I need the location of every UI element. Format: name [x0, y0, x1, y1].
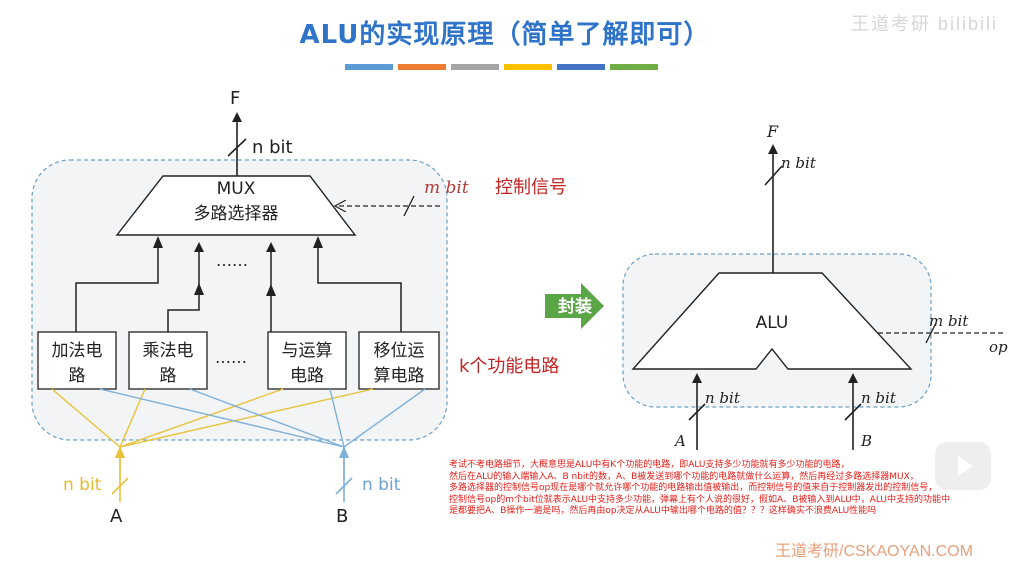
input-a-label: A	[673, 432, 686, 450]
color-bar-segment	[451, 64, 499, 70]
output-width-label: n bit	[252, 137, 293, 158]
note-line: 是都要把A、B操作一遍是吗，然后再由op决定从ALU中输出哪个电路的值？？？这样…	[449, 506, 877, 516]
mux-block	[115, 175, 357, 236]
note-line: 多路选择器的控制信号op现在是哪个就允许哪个功能的电路输出值被输出，而控制信号的…	[449, 483, 938, 493]
bus-width-slash	[925, 322, 937, 344]
input-b-arrowhead	[339, 446, 349, 458]
ellipsis-mux-inputs: ……	[216, 251, 248, 270]
control-width-label: m bit	[424, 178, 469, 198]
slide-title: ALU的实现原理（简单了解即可）	[299, 20, 711, 50]
bus-width-slash	[335, 477, 353, 495]
color-bar-segment	[345, 64, 393, 70]
control-width-label: m bit	[929, 312, 969, 330]
input-a-arrowhead	[115, 446, 125, 458]
bus-width-slash	[227, 138, 247, 157]
input-a-width-label: n bit	[705, 389, 741, 407]
circuit-shift-line1: 移位运	[374, 341, 425, 361]
bus-width-slash	[764, 165, 783, 186]
function-circuit-shift: 移位运 算电路	[358, 331, 440, 390]
circuit-and-line1: 与运算	[282, 341, 333, 361]
mux-input-arrows	[194, 242, 276, 292]
footer-brand: 王道考研/CSKAOYAN.COM	[775, 543, 973, 560]
input-b-label: B	[860, 432, 872, 450]
mux-subtitle: 多路选择器	[194, 204, 279, 224]
bus-width-slash	[844, 403, 862, 421]
bus-width-slash	[403, 195, 415, 217]
color-bar-segment	[610, 64, 658, 70]
color-bar-segment	[557, 64, 605, 70]
bus-width-slash	[688, 403, 706, 421]
output-f-label: F	[766, 122, 779, 141]
note-line: 考试不考电路细节，大概意思是ALU中有K个功能的电路，即ALU支持多少功能就有多…	[449, 460, 850, 470]
control-signal-label: 控制信号	[495, 177, 567, 198]
bilibili-watermark: 王道考研 bilibili	[850, 14, 998, 34]
circuit-to-mux-wires	[75, 246, 402, 332]
circuit-adder-line2: 路	[69, 366, 86, 386]
circuit-and-line2: 电路	[290, 366, 324, 386]
color-bar-segment	[504, 64, 552, 70]
output-f-label: F	[230, 88, 240, 109]
output-width-label: n bit	[781, 154, 817, 172]
input-b-wires	[99, 388, 426, 480]
encapsulate-arrow: 封装	[545, 283, 604, 329]
bus-width-slash	[111, 477, 129, 495]
function-circuit-multiplier: 乘法电 路	[128, 331, 208, 390]
mux-label: MUX	[217, 179, 256, 199]
input-a-label: A	[110, 506, 123, 527]
function-circuit-and: 与运算 电路	[267, 331, 347, 390]
explanation-note: 考试不考电路细节，大概意思是ALU中有K个功能的电路，即ALU支持多少功能就有多…	[449, 460, 969, 518]
circuit-multiplier-line2: 路	[160, 366, 177, 386]
input-b-width-label: n bit	[362, 475, 401, 495]
function-circuit-adder: 加法电 路	[37, 331, 117, 390]
input-b-width-label: n bit	[861, 389, 897, 407]
play-icon[interactable]	[931, 438, 995, 494]
circuit-multiplier-line1: 乘法电	[143, 341, 194, 361]
note-line: 控制信号op的m个bit位就表示ALU中支持多少功能，弹幕上有个人说的很好，假如…	[449, 494, 950, 505]
op-label: op	[989, 338, 1008, 356]
k-function-circuits-label: k个功能电路	[459, 356, 559, 377]
ellipsis-circuits: ……	[215, 348, 247, 367]
input-a-width-label: n bit	[63, 475, 102, 495]
alu-label: ALU	[756, 313, 789, 333]
circuit-shift-line2: 算电路	[374, 366, 425, 386]
color-bar-segment	[398, 64, 446, 70]
alu-block	[631, 272, 913, 370]
note-line: 然后在ALU的输入端输入A、B nbit的数，A、B被发送到哪个功能的电路就做什…	[449, 471, 919, 482]
input-b-label: B	[336, 506, 348, 527]
encapsulate-label: 封装	[558, 296, 592, 317]
circuit-adder-line1: 加法电	[52, 341, 103, 361]
